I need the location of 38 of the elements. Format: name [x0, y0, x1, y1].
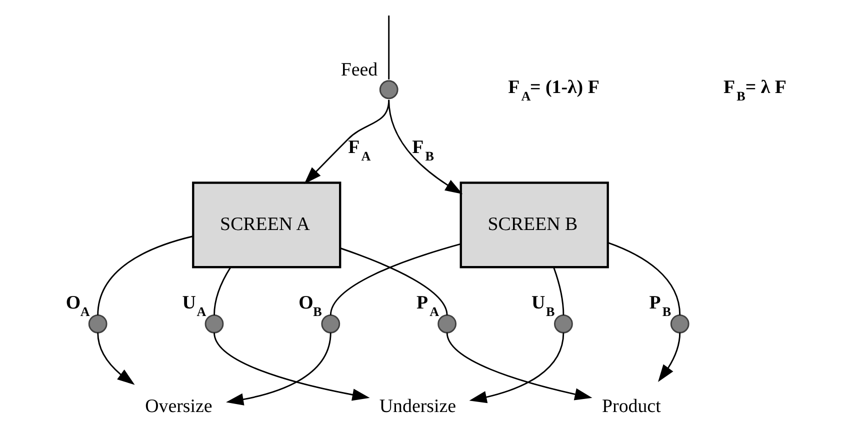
arrow	[446, 332, 592, 400]
arrow	[388, 100, 462, 194]
arrow	[213, 332, 370, 401]
node-label: Feed	[340, 60, 378, 81]
node-circle	[320, 314, 340, 334]
connector	[607, 242, 680, 316]
edge-label: F$_{B}$	[412, 136, 434, 164]
node-label: P$_{A}$	[416, 292, 439, 319]
node-text: Undersize	[378, 396, 456, 417]
connector	[329, 243, 461, 316]
label: F$_{A}$= (1-λ) F	[508, 77, 599, 104]
connector	[552, 267, 564, 316]
arrow	[468, 332, 564, 404]
node-label: O$_{B}$	[298, 292, 322, 319]
node-circle	[204, 314, 224, 334]
connector	[340, 248, 448, 316]
node-circle	[437, 314, 456, 334]
arrow	[96, 332, 134, 385]
node-label: U$_{B}$	[530, 292, 554, 319]
node-circle	[554, 314, 572, 334]
node-box: SCREEN A	[192, 182, 341, 268]
arrow	[226, 332, 331, 406]
connector	[213, 267, 231, 316]
connector	[388, 16, 390, 80]
node-circle	[378, 80, 398, 100]
edge-label: F$_{A}$	[348, 136, 370, 164]
arrow	[304, 100, 390, 184]
node-label: U$_{A}$	[182, 292, 206, 319]
node-text: Product	[602, 396, 660, 417]
node-label: O$_{A}$	[65, 292, 90, 319]
node-circle	[88, 314, 107, 334]
arrow	[658, 332, 680, 382]
node-text: Oversize	[144, 396, 212, 417]
connector	[96, 236, 193, 316]
node-label: P$_{B}$	[648, 292, 671, 319]
node-circle	[670, 314, 689, 334]
node-box: SCREEN B	[459, 182, 608, 268]
label: F$_{B}$= λ F	[723, 77, 786, 104]
